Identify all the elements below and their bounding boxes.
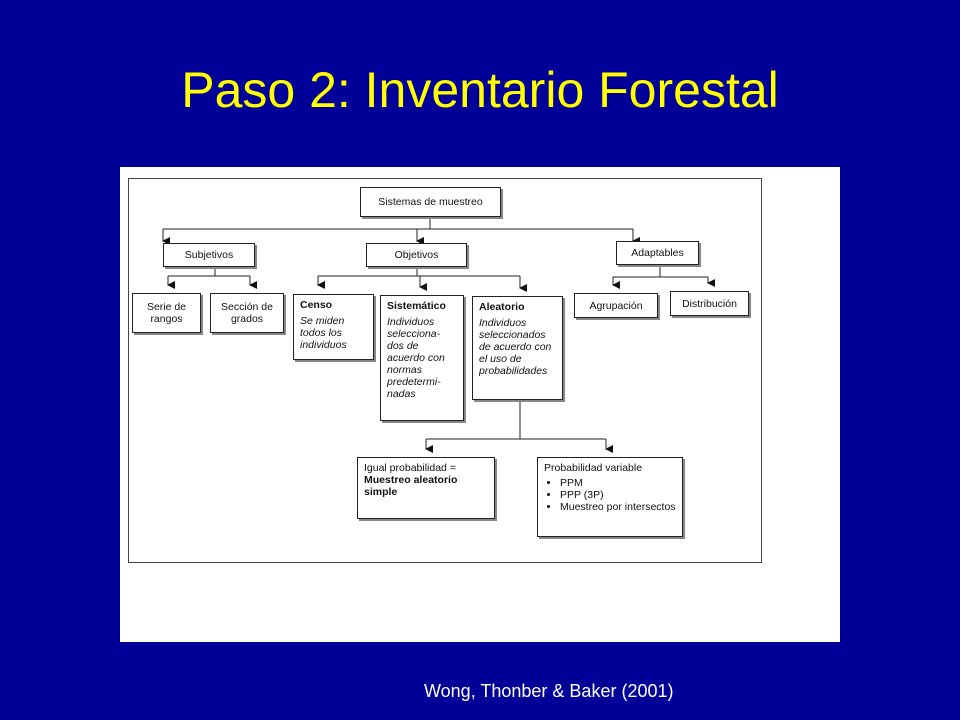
node-censo: Censo Se miden todos los individuos: [293, 294, 374, 360]
sistematico-desc: Individuos selecciona-dos de acuerdo con…: [387, 316, 445, 400]
variable-item: PPP (3P): [560, 489, 676, 501]
node-sistemas-de-muestreo: Sistemas de muestreo: [360, 187, 501, 217]
sistematico-label: Sistemático: [387, 300, 446, 312]
igual-bold: Muestreo aleatorio simple: [364, 474, 458, 498]
diagram-frame: [128, 178, 762, 563]
censo-desc: Se miden todos los individuos: [300, 315, 347, 351]
igual-text: Igual probabilidad =: [364, 462, 456, 474]
diagram-panel: Sistemas de muestreo Subjetivos Objetivo…: [120, 167, 840, 642]
variable-item: PPM: [560, 477, 676, 489]
node-agrupacion: Agrupación: [574, 293, 658, 318]
node-probabilidad-variable: Probabilidad variable PPM PPP (3P) Muest…: [537, 457, 683, 537]
node-serie-de-rangos: Serie de rangos: [132, 293, 201, 333]
node-sistematico: Sistemático Individuos selecciona-dos de…: [380, 295, 464, 421]
variable-item: Muestreo por intersectos: [560, 501, 676, 513]
node-igual-probabilidad: Igual probabilidad = Muestreo aleatorio …: [357, 457, 495, 519]
node-subjetivos: Subjetivos: [163, 243, 255, 267]
node-aleatorio: Aleatorio Individuos seleccionados de ac…: [472, 296, 563, 400]
node-distribucion: Distribución: [670, 291, 749, 316]
citation: Wong, Thonber & Baker (2001): [424, 681, 674, 701]
slide-title: Paso 2: Inventario Forestal: [181, 62, 779, 118]
censo-label: Censo: [300, 299, 333, 311]
variable-label: Probabilidad variable: [544, 462, 643, 474]
aleatorio-desc: Individuos seleccionados de acuerdo con …: [479, 317, 552, 377]
node-seccion-de-grados: Sección de grados: [210, 293, 284, 333]
node-adaptables: Adaptables: [616, 241, 699, 265]
connector-lines: [162, 217, 715, 453]
aleatorio-label: Aleatorio: [479, 301, 525, 313]
variable-list: PPM PPP (3P) Muestreo por intersectos: [544, 477, 676, 513]
node-objetivos: Objetivos: [366, 243, 467, 267]
